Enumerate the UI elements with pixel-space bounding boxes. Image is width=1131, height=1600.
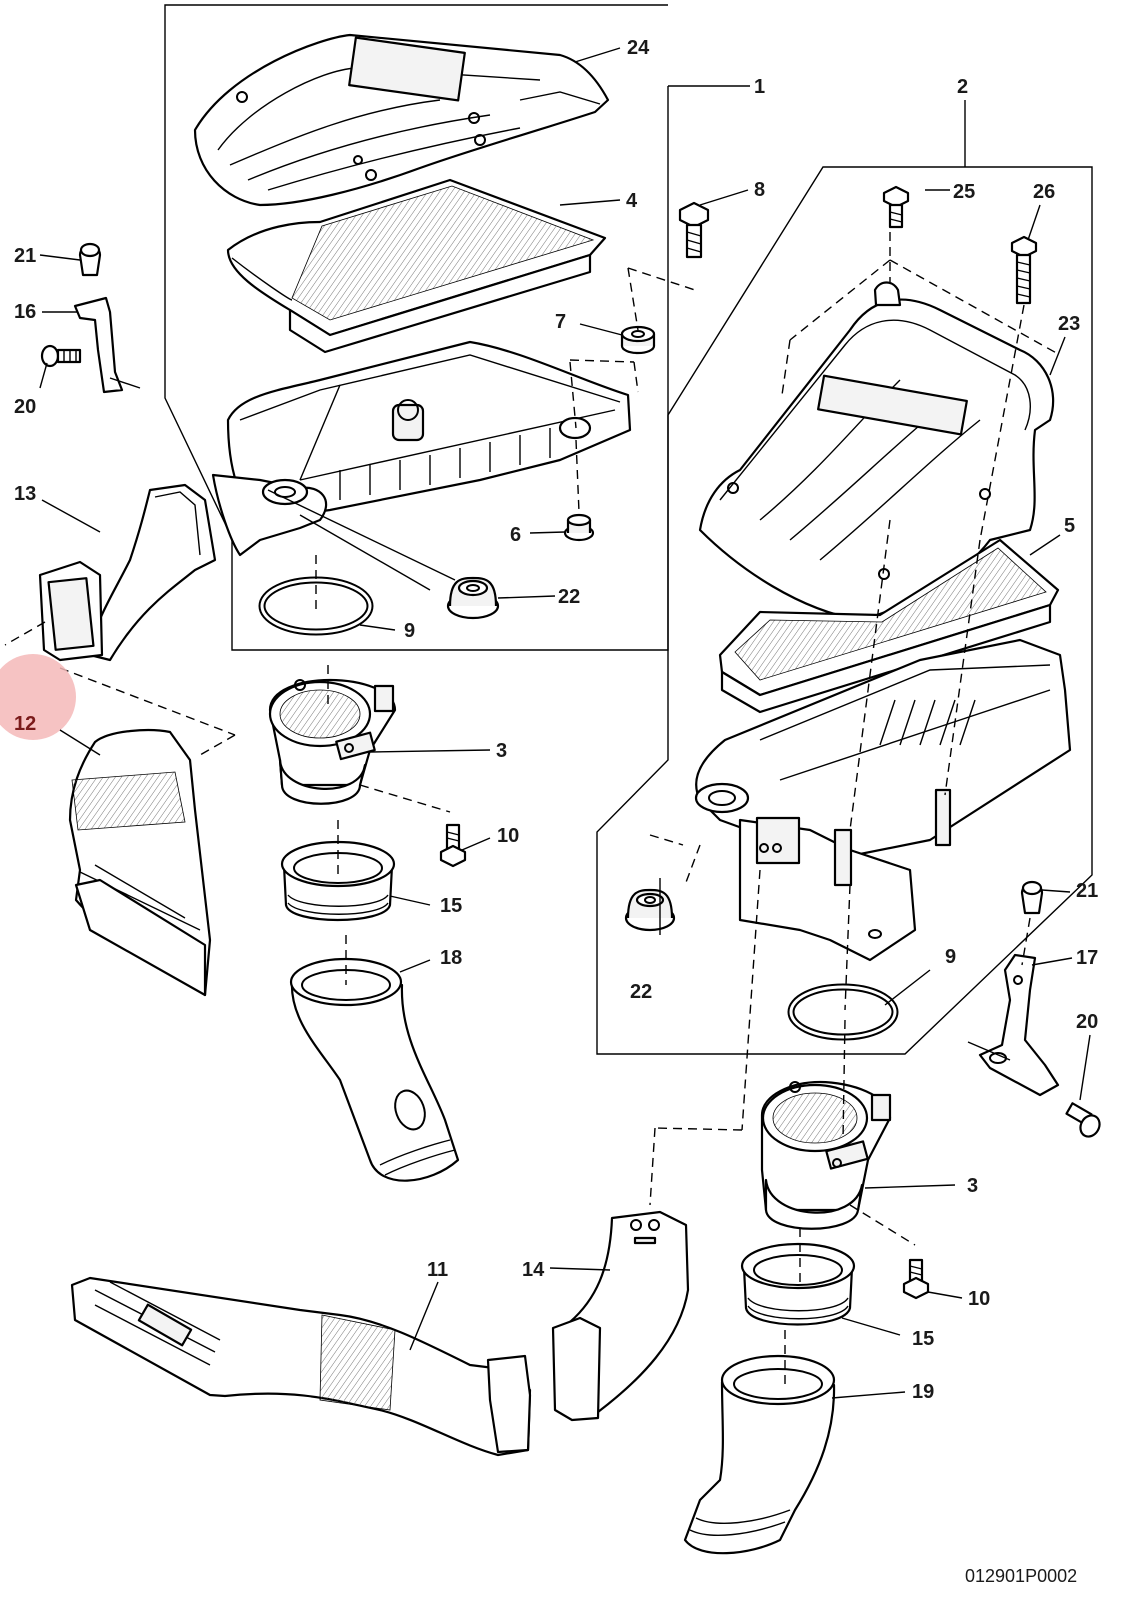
part-23-upper-cover-right [698,281,1055,622]
part-24-upper-cover [193,33,610,207]
part-6-grommet [563,513,595,542]
label-1: 1 [754,76,765,98]
part-1-lower-air-box [211,340,632,557]
label-9-right: 9 [945,946,956,968]
label-2: 2 [957,76,968,98]
label-14: 14 [522,1259,545,1281]
label-4: 4 [626,190,638,212]
label-16: 16 [14,301,36,323]
assembly-2-frame [596,100,1093,1055]
callout-labels: 1 2 24 4 8 25 26 7 23 21 16 20 13 5 6 22… [14,37,1098,1586]
label-13: 13 [14,483,36,505]
part-9-o-ring-right [787,983,899,1041]
label-6: 6 [510,524,521,546]
part-13-intake-duct [38,483,217,662]
part-3-maf-sensor-right [760,1080,892,1230]
label-8: 8 [754,179,765,201]
part-10-bolt-right [902,1258,930,1300]
label-12: 12 [14,713,36,735]
part-17-bracket [967,953,1060,1097]
label-15-left: 15 [440,895,462,917]
part-8-bolt [678,201,710,259]
part-21-nut-right [1020,880,1044,915]
label-7: 7 [555,311,566,333]
part-15-clamp-ring-left [280,840,396,922]
label-10-right: 10 [968,1288,990,1310]
part-18-intake-hose [289,957,460,1182]
part-7-grommet [620,325,656,355]
label-21-right: 21 [1076,880,1098,902]
part-14-intake-duct [551,1210,690,1422]
label-11: 11 [427,1259,448,1281]
part-4-air-filter [226,178,607,354]
label-19: 19 [912,1381,934,1403]
label-25: 25 [953,181,975,203]
label-15-right: 15 [912,1328,934,1350]
part-16-bracket [73,296,141,394]
part-19-intake-hose [683,1354,836,1555]
highlight-marker-12 [0,654,76,740]
part-21-nut-left [78,242,102,277]
label-5: 5 [1064,515,1075,537]
part-20-bolt-left [40,344,82,368]
label-22-left: 22 [558,586,580,608]
reference-code: 012901P0002 [965,1566,1077,1586]
part-5-air-filter-right [718,538,1060,714]
part-22-grommet-left [446,576,500,620]
part-3-maf-sensor-left [268,678,397,805]
label-3-left: 3 [496,740,507,762]
label-3-right: 3 [967,1175,978,1197]
part-12-intake-duct [68,729,212,997]
alignment-lines [315,232,1061,1385]
part-25-bolt [882,185,910,229]
label-10-left: 10 [497,825,519,847]
label-20-right: 20 [1076,1011,1098,1033]
label-18: 18 [440,947,462,969]
part-26-bolt [1010,235,1038,305]
label-24: 24 [627,37,650,59]
part-22-grommet-right [624,888,676,932]
label-20-left: 20 [14,396,36,418]
part-2-lower-air-box-right [694,638,1072,962]
part-10-bolt-left [439,823,467,868]
label-26: 26 [1033,181,1055,203]
part-11-intake-duct [70,1276,532,1457]
part-20-bolt-right [1065,1102,1101,1138]
label-21-left: 21 [14,245,36,267]
label-22-right: 22 [630,981,652,1003]
part-9-o-ring-left [258,576,374,636]
label-9-left: 9 [404,620,415,642]
label-17: 17 [1076,947,1098,969]
label-23: 23 [1058,313,1080,335]
part-15-clamp-ring-right [740,1242,856,1326]
leader-lines [39,47,1091,1399]
